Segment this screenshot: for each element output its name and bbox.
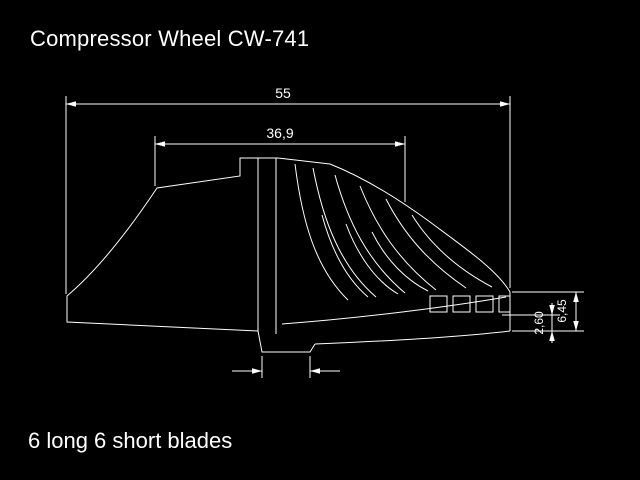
dimension-blade-span: 36,9 xyxy=(155,125,405,202)
dim-slot-height-label: 2,60 xyxy=(532,311,546,335)
arrowhead-icon xyxy=(573,321,579,331)
wheel-blade-view xyxy=(278,158,510,344)
blade-tip-slots xyxy=(430,296,510,312)
dimension-hub-nose xyxy=(232,356,340,378)
arrowhead-icon xyxy=(395,141,405,147)
arrowhead-icon xyxy=(573,292,579,302)
dimension-slot-height: 2,60 xyxy=(502,303,560,343)
arrowhead-icon xyxy=(252,368,262,374)
dimension-exducer-height: 6,45 xyxy=(512,292,584,331)
hub-surface-line xyxy=(282,297,506,324)
dimension-overall-width: 55 xyxy=(66,85,510,294)
hatched-hub-section xyxy=(67,158,258,331)
long-blade-curves xyxy=(295,164,492,300)
drawing-title: Compressor Wheel CW-741 xyxy=(30,26,310,51)
dim-blade-span-label: 36,9 xyxy=(266,125,293,141)
arrowhead-icon xyxy=(549,331,555,341)
arrowhead-icon xyxy=(549,305,555,315)
short-blade-curves xyxy=(322,215,428,297)
hub-bottom-contour xyxy=(315,331,510,344)
shroud-contour xyxy=(278,158,510,292)
wheel-cross-section xyxy=(67,158,315,352)
hub-nose xyxy=(258,331,315,352)
arrowhead-icon xyxy=(500,101,510,107)
arrowhead-icon xyxy=(310,368,320,374)
blade-count-note: 6 long 6 short blades xyxy=(28,428,233,453)
dim-exducer-height-label: 6,45 xyxy=(555,299,569,323)
arrowhead-icon xyxy=(155,141,165,147)
arrowhead-icon xyxy=(66,101,76,107)
dim-overall-width-label: 55 xyxy=(275,85,291,101)
